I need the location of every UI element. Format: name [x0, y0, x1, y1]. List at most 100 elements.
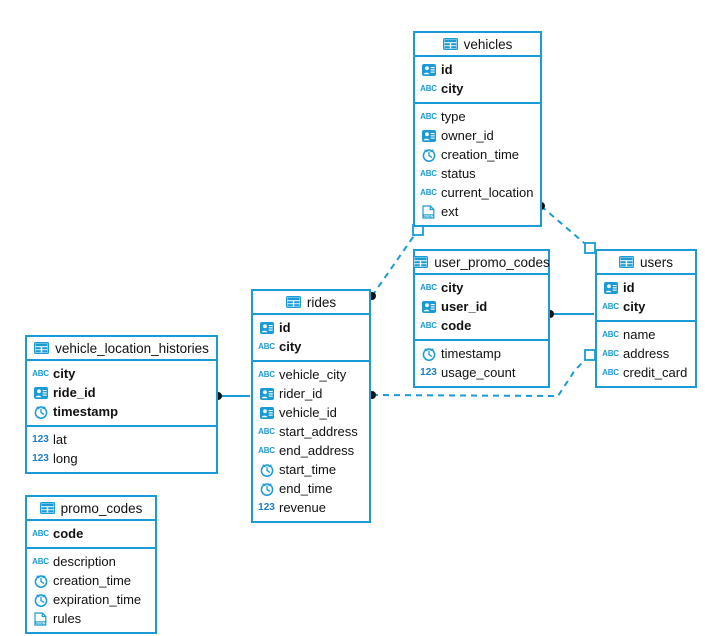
field-row[interactable]: id — [415, 60, 540, 79]
field-row[interactable]: owner_id — [415, 126, 540, 145]
table-header-promo-codes[interactable]: promo_codes — [27, 497, 155, 521]
abc-text-icon: ABC — [420, 111, 437, 121]
field-row[interactable]: ABC code — [415, 316, 548, 335]
field-row[interactable]: JSON rules — [27, 609, 155, 628]
id-card-icon — [603, 280, 618, 295]
field-row[interactable]: rider_id — [253, 384, 369, 403]
field-row[interactable]: creation_time — [27, 571, 155, 590]
field-row[interactable]: id — [597, 278, 695, 297]
abc-text-icon: ABC — [602, 367, 619, 377]
field-row[interactable]: end_time — [253, 479, 369, 498]
field-label: usage_count — [441, 365, 516, 380]
field-label: code — [441, 318, 472, 333]
json-document-icon: JSON — [33, 611, 48, 626]
field-row[interactable]: 123 lat — [27, 430, 216, 449]
field-row[interactable]: 123 long — [27, 449, 216, 468]
abc-text-icon: ABC — [258, 369, 275, 379]
field-row[interactable]: creation_time — [415, 145, 540, 164]
table-title: vehicles — [463, 36, 513, 52]
field-row[interactable]: 123 revenue — [253, 498, 369, 517]
id-card-icon — [421, 62, 436, 77]
field-label: description — [53, 554, 116, 569]
number-123-icon: 123 — [32, 433, 49, 445]
relationship-line — [371, 229, 419, 297]
field-label: city — [53, 366, 76, 381]
table-header-vehicles[interactable]: vehicles — [415, 33, 540, 57]
table-header-vehicle-location-histories[interactable]: vehicle_location_histories — [27, 337, 216, 361]
field-label: long — [53, 451, 78, 466]
field-row[interactable]: timestamp — [27, 402, 216, 421]
field-row[interactable]: ABC vehicle_city — [253, 365, 369, 384]
table-title: users — [639, 254, 673, 270]
field-row[interactable]: user_id — [415, 297, 548, 316]
relationship-vehicle-location-histories-to-rides[interactable] — [214, 392, 250, 400]
abc-text-icon: ABC — [420, 320, 437, 330]
abc-text-icon: ABC — [258, 445, 275, 455]
number-123-icon: 123 — [258, 501, 275, 513]
field-row[interactable]: expiration_time — [27, 590, 155, 609]
field-label: revenue — [279, 500, 326, 515]
relationship-vehicles-to-users[interactable] — [537, 202, 596, 254]
field-row[interactable]: vehicle_id — [253, 403, 369, 422]
field-row[interactable]: id — [253, 318, 369, 337]
field-label: rules — [53, 611, 82, 626]
number-123-icon: 123 — [32, 452, 49, 464]
table-title: rides — [306, 294, 337, 310]
abc-text-icon: ABC — [420, 187, 437, 197]
clock-icon — [259, 462, 274, 477]
table-grid-icon — [413, 255, 429, 270]
table-title: promo_codes — [60, 500, 143, 516]
field-row[interactable]: ABC credit_card — [597, 363, 695, 382]
abc-text-icon: ABC — [32, 528, 49, 538]
field-label: timestamp — [441, 346, 501, 361]
clock-icon — [421, 147, 436, 162]
table-header-users[interactable]: users — [597, 251, 695, 275]
field-label: ride_id — [53, 385, 96, 400]
table-header-user-promo-codes[interactable]: user_promo_codes — [413, 251, 550, 275]
field-label: owner_id — [441, 128, 494, 143]
field-label: vehicle_city — [279, 367, 347, 382]
relationship-line — [540, 205, 591, 249]
abc-text-icon: ABC — [602, 348, 619, 358]
field-label: credit_card — [623, 365, 688, 380]
field-label: end_address — [279, 443, 355, 458]
abc-text-icon: ABC — [420, 83, 437, 93]
clock-icon — [33, 592, 48, 607]
field-row[interactable]: timestamp — [415, 344, 548, 363]
id-card-icon — [33, 385, 48, 400]
field-label: end_time — [279, 481, 333, 496]
table-header-rides[interactable]: rides — [253, 291, 369, 315]
svg-text:JSON: JSON — [36, 621, 46, 625]
id-card-icon — [259, 405, 274, 420]
field-label: lat — [53, 432, 67, 447]
clock-icon — [259, 481, 274, 496]
relationship-user-promo-codes-to-users[interactable] — [546, 310, 594, 318]
relationship-square-marker — [584, 242, 596, 254]
field-row[interactable]: ride_id — [27, 383, 216, 402]
field-row[interactable]: start_time — [253, 460, 369, 479]
field-label: city — [623, 299, 646, 314]
field-row[interactable]: ABC end_address — [253, 441, 369, 460]
